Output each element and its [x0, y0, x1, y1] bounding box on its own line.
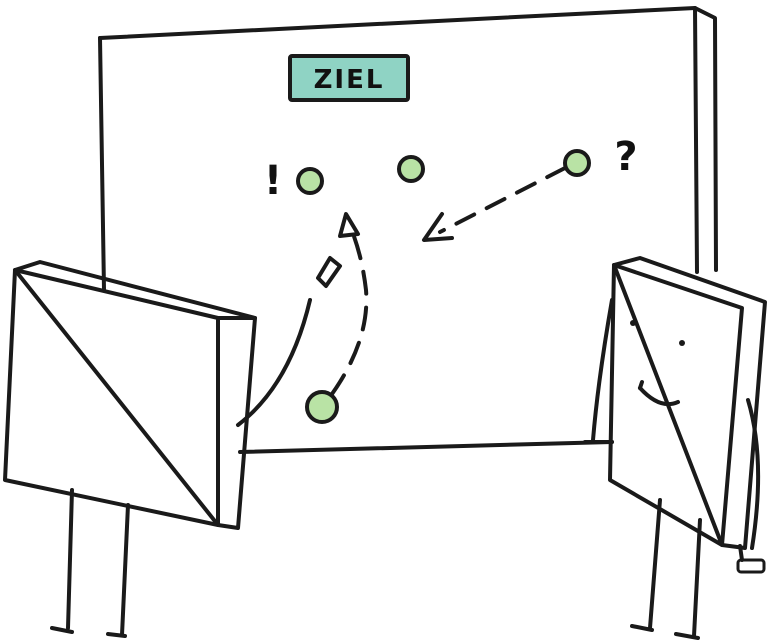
marker-dot-middle [397, 155, 425, 183]
question-mark: ? [614, 134, 637, 180]
right-panel-character [591, 256, 767, 640]
goal-label: ZIEL [314, 65, 385, 95]
exclamation-mark: ! [264, 158, 282, 204]
dashed-arrow-bottom [330, 212, 369, 396]
marker-dot-bottom [305, 390, 339, 424]
pen [236, 256, 342, 427]
dashed-arrow-right [422, 166, 567, 242]
goal-sign: ZIEL [288, 54, 410, 102]
marker-dot-right [563, 149, 591, 177]
left-eye [630, 320, 636, 326]
right-eye [679, 340, 685, 346]
smile-mouth [638, 386, 680, 407]
whiteboard [98, 6, 718, 454]
left-panel-character [3, 260, 257, 638]
marker-dot-left [296, 167, 324, 195]
